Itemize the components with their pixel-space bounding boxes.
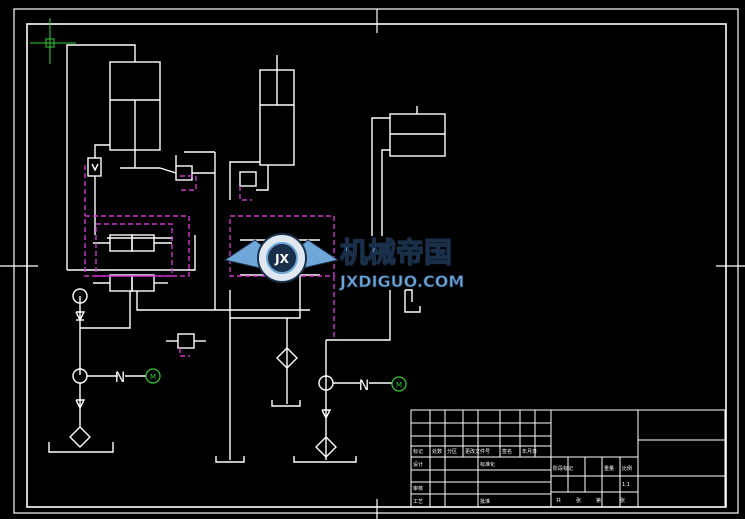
tb-scale-label: 比例	[622, 465, 632, 472]
motor-right-marker: M	[396, 381, 402, 389]
watermark: JX 机械帝国 JXDIGUO.COM	[223, 233, 465, 291]
tb-sheet-unit-1: 张	[576, 497, 581, 504]
tb-zone: 分区	[447, 448, 457, 455]
tb-process: 工艺	[413, 499, 423, 505]
tb-approve: 批准	[480, 498, 490, 505]
cad-cursor[interactable]	[30, 18, 76, 64]
tb-change-doc: 更改文件号	[465, 448, 490, 455]
directional-valve-2b	[131, 274, 155, 292]
motor-markers: M M N N	[115, 368, 407, 394]
check-valve-left	[87, 157, 102, 177]
watermark-title: 机械帝国	[340, 236, 452, 269]
motor-label-left: N	[115, 370, 125, 386]
motor-left-icon	[145, 368, 161, 384]
valve-group-frame-left	[84, 215, 190, 277]
pressure-valve-middle	[239, 171, 257, 187]
motor-left-marker: M	[150, 373, 156, 381]
right-circuit	[293, 106, 446, 463]
tb-design: 设计	[413, 461, 423, 468]
title-block	[410, 409, 726, 508]
pressure-valve-upper	[175, 165, 193, 181]
filter-right	[315, 436, 337, 458]
tb-review: 审核	[413, 485, 423, 492]
filter-left	[69, 426, 91, 448]
cylinder-3	[389, 113, 446, 157]
title-block-text: 标记 处数 分区 更改文件号 签名 年月日 设计 标准化 审核 工艺 批准 阶段…	[413, 448, 632, 505]
motor-right-icon	[391, 376, 407, 392]
tank-right	[293, 456, 357, 463]
tb-sheet-total: 共	[556, 497, 561, 504]
tb-sign: 签名	[502, 448, 512, 455]
tank-left	[48, 442, 114, 453]
directional-valve-2a	[109, 274, 133, 292]
tank-middle-b	[271, 400, 301, 407]
emblem-letters: JX	[274, 252, 289, 266]
tb-scale-value: 1:1	[622, 482, 630, 488]
left-supply-line	[66, 44, 136, 270]
filter-middle	[276, 347, 298, 369]
tank-middle-a	[215, 456, 245, 463]
tb-weight: 重量	[604, 465, 614, 472]
pressure-gauge-left	[72, 288, 88, 304]
tb-date: 年月日	[522, 448, 537, 455]
drawing-frame	[0, 8, 745, 519]
tb-count: 处数	[432, 448, 442, 455]
tb-sheet-unit-2: 张	[620, 497, 625, 504]
tb-mark: 标记	[413, 448, 423, 455]
relief-valve-loose	[177, 333, 195, 349]
tb-sheet-no: 第	[596, 497, 601, 504]
motor-label-right: N	[359, 378, 369, 394]
tb-standard: 标准化	[480, 461, 495, 468]
middle-circuit	[215, 55, 320, 463]
left-circuit	[48, 44, 310, 453]
tb-stage: 阶段标记	[553, 465, 573, 472]
outer-border	[13, 8, 739, 514]
watermark-subtitle: JXDIGUO.COM	[339, 272, 464, 291]
